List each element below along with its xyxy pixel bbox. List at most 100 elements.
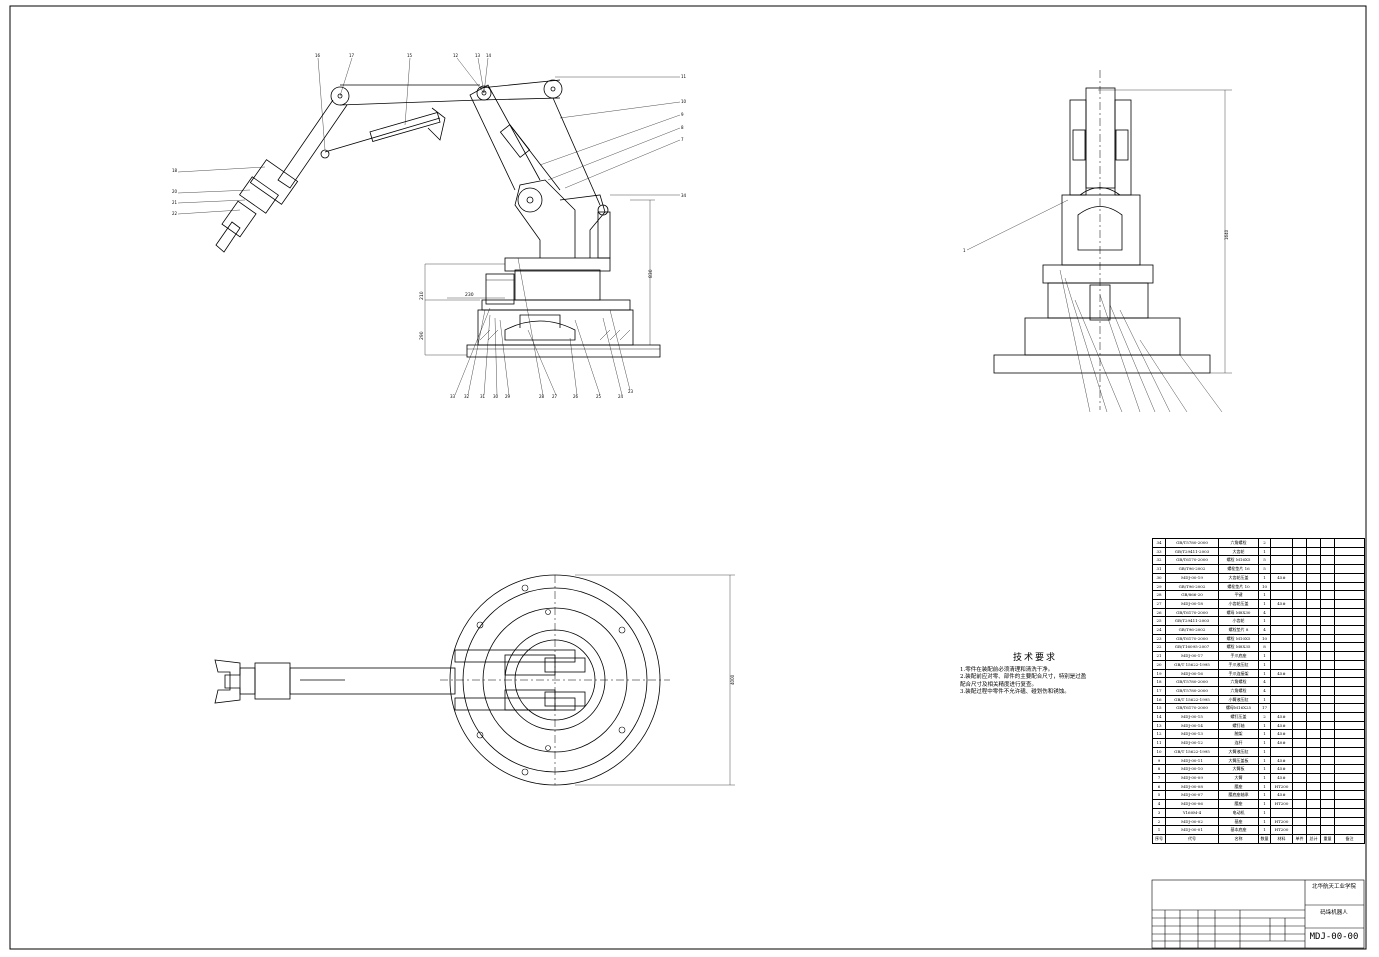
bom-cell-name: 螺母 M8X30 — [1218, 607, 1259, 618]
bom-cell-name: 基座 — [1218, 816, 1259, 827]
bom-cell-qty: 1 — [1258, 738, 1271, 748]
bom-cell-no: 31 — [1152, 564, 1166, 574]
bom-cell-name: 手爪液压缸 — [1218, 659, 1259, 670]
bom-cell-name: 小臂液压缸 — [1218, 694, 1259, 705]
bom-cell-code: GB/T29411-2003 — [1165, 616, 1219, 627]
bom-cell-code: Y160M-4 — [1165, 807, 1219, 818]
dim-1640: 1640 — [1224, 229, 1229, 240]
bom-cell-no: 12 — [1152, 729, 1166, 740]
bom-cell-no: 16 — [1152, 694, 1166, 705]
bom-cell-name: 大臂 — [1218, 773, 1259, 783]
bom-cell-mat — [1270, 564, 1293, 574]
bom-cell-code: GB/T6170-2000 — [1165, 703, 1219, 714]
bom-cell-no: 1 — [1152, 825, 1166, 835]
bom-cell-name: 大臂液压缸 — [1218, 746, 1259, 757]
bom-cell-name: 螺母M16X25 — [1218, 703, 1259, 714]
bom-cell-name: 腕架 — [1218, 729, 1259, 740]
bom-cell-mat: 45# — [1270, 598, 1293, 609]
outer-frame — [9, 5, 1367, 950]
bom-cell-mat — [1270, 807, 1293, 818]
bom-cell-code: MDJ-00-17 — [1165, 651, 1219, 661]
bom-cell-qty: 1 — [1258, 546, 1271, 557]
bom-cell-code: GB/T 15622-1995 — [1165, 694, 1219, 705]
bom-cell-qty: 1 — [1258, 668, 1271, 679]
bom-cell-mat — [1270, 659, 1293, 670]
bom-cell-mat: HT200 — [1270, 799, 1293, 809]
svg-text:210: 210 — [419, 291, 425, 300]
bom-cell-mat: HT200 — [1270, 781, 1293, 792]
product-name: 码垛机器人 — [1320, 910, 1348, 916]
bom-cell-code: MDJ-00-12 — [1165, 738, 1219, 748]
bom-cell-no: 8 — [1152, 764, 1166, 774]
bom-cell-name: 电动机 — [1218, 807, 1259, 818]
bom-cell-code: MDJ-00-01 — [1165, 825, 1219, 835]
bom-cell-qty: 1 — [1258, 694, 1271, 705]
bom-cell-no: 13 — [1152, 720, 1166, 731]
technical-requirements: 技术要求 1.零件在装配前必须清理和清洗干净。 2.装配前应对零、部件的主要配合… — [960, 654, 1110, 697]
svg-text:11: 11 — [681, 74, 687, 79]
bom-cell-qty: 4 — [1258, 677, 1271, 687]
bom-cell-name: 大齿轮压盖 — [1218, 572, 1259, 583]
svg-text:12: 12 — [453, 53, 459, 58]
bom-cell-name: 螺栓 M16X5 — [1218, 555, 1259, 566]
bom-cell-code: MDJ-00-14 — [1165, 720, 1219, 731]
bom-cell-code: MDJ-00-07 — [1165, 790, 1219, 801]
bom-cell-code: GB/T5780-2000 — [1165, 685, 1219, 696]
bom-cell-qty: 1 — [1258, 651, 1271, 661]
bom-cell-no: 24 — [1152, 625, 1166, 635]
bom-cell-name: 小齿轮压盖 — [1218, 598, 1259, 609]
dim-830: 830 — [648, 269, 654, 278]
svg-text:25: 25 — [596, 394, 602, 399]
bom-cell-code: MDJ-00-10 — [1165, 764, 1219, 774]
note-line: 2.装配前应对零、部件的主要配合尺寸，特别是过盈 — [960, 674, 1087, 680]
bom-cell-code: MDJ-00-13 — [1165, 729, 1219, 740]
bom-cell-mat — [1270, 546, 1293, 557]
bom-cell-mat: 45# — [1270, 572, 1293, 583]
drawing-number: MDJ-00-00 — [1309, 932, 1359, 942]
bom-cell-qty: 1 — [1258, 572, 1271, 583]
svg-text:1: 1 — [963, 248, 966, 253]
bom-cell-qty: 1 — [1258, 755, 1271, 766]
bom-cell-code: MDJ-00-15 — [1165, 712, 1219, 722]
bom-cell-name: 连杆 — [1218, 738, 1259, 748]
bom-cell-code: MDJ-00-16 — [1165, 668, 1219, 679]
svg-text:26: 26 — [573, 394, 579, 399]
bom-cell-name: 基本底座 — [1218, 825, 1259, 835]
bom-cell-no: 4 — [1152, 799, 1166, 809]
bom-cell-mat — [1270, 677, 1293, 687]
svg-text:28: 28 — [539, 394, 545, 399]
bom-cell-qty: 1 — [1258, 659, 1271, 670]
bom-cell-name: 螺钉轴 — [1218, 720, 1259, 731]
svg-text:22: 22 — [172, 211, 178, 216]
bom-cell-no: 32 — [1152, 555, 1166, 566]
bom-cell-mat: 45# — [1270, 668, 1293, 679]
bom-cell-mat — [1270, 616, 1293, 627]
bom-cell-name: 大齿轮 — [1218, 546, 1259, 557]
bom-cell-no: 3 — [1152, 807, 1166, 818]
bom-cell-qty: 8 — [1258, 642, 1271, 653]
bom-cell-no: 20 — [1152, 659, 1166, 670]
svg-text:14: 14 — [486, 53, 492, 58]
bom-cell-mat — [1270, 642, 1293, 653]
bom-cell-name: 手爪底座 — [1218, 651, 1259, 661]
bom-cell-code: GB/T 15622-1995 — [1165, 659, 1219, 670]
bom-cell-no: 34 — [1152, 538, 1166, 548]
svg-text:13: 13 — [475, 53, 481, 58]
bom-cell-qty: 1 — [1258, 799, 1271, 809]
bom-cell-qty: 1 — [1258, 790, 1271, 801]
svg-text:20: 20 — [172, 189, 178, 194]
svg-text:32: 32 — [464, 394, 470, 399]
bom-cell-name: 腰座 — [1218, 799, 1259, 809]
